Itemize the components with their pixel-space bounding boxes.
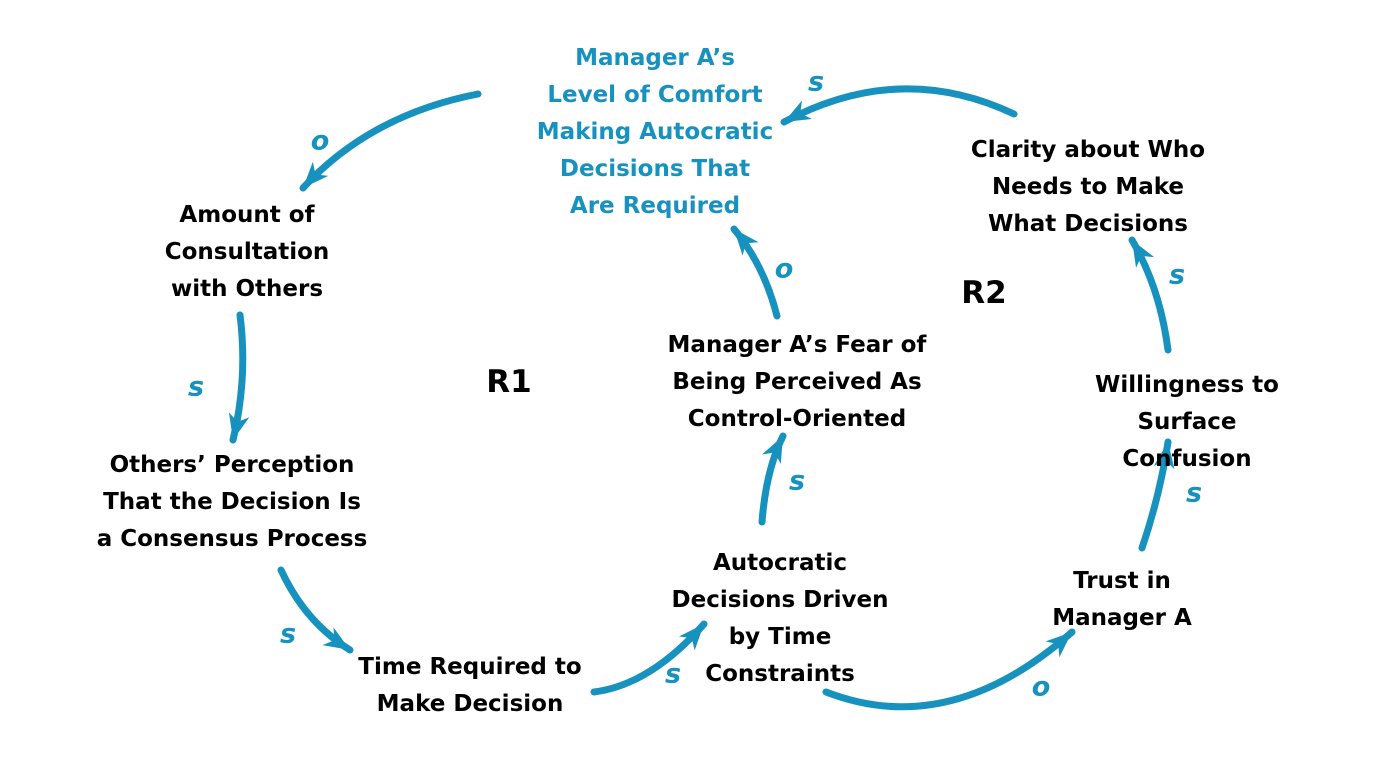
- node-willingness: Willingness to Surface Confusion: [1095, 372, 1279, 472]
- arrow-autocratic-to-fear: [758, 432, 787, 526]
- node-time: Time Required to Make Decision: [358, 654, 582, 717]
- polarity-label-time-autocratic: s: [664, 658, 682, 690]
- arrowhead-icon: [1153, 442, 1175, 470]
- arrow-autocratic-to-trust: [822, 628, 1076, 711]
- arrow-shaft: [780, 85, 1018, 126]
- node-autocratic: Autocratic Decisions Driven by Time Cons…: [671, 550, 889, 687]
- arrowhead-icon: [734, 229, 759, 256]
- arrowhead-icon: [322, 627, 350, 650]
- arrowhead-icon: [303, 161, 329, 188]
- node-perception: Others’ Perception That the Decision Is …: [96, 452, 368, 552]
- polarity-label-comfort-consultation: o: [310, 125, 330, 157]
- node-fear: Manager A’s Fear of Being Perceived As C…: [667, 332, 927, 432]
- polarity-label-clarity-comfort: s: [807, 66, 825, 98]
- arrowhead-icon: [784, 100, 812, 122]
- arrow-comfort-to-consultation: [299, 90, 482, 192]
- arrow-trust-to-willingness: [1138, 438, 1175, 552]
- arrowhead-icon: [678, 624, 704, 651]
- arrowhead-icon: [761, 436, 783, 464]
- arrow-clarity-to-comfort: [780, 85, 1018, 126]
- polarity-label-trust-willingness: s: [1185, 477, 1203, 509]
- polarity-label-consultation-perception: s: [187, 371, 205, 403]
- arrow-consultation-to-perception: [228, 311, 250, 444]
- arrowhead-icon: [1132, 240, 1155, 268]
- arrow-perception-to-time: [277, 566, 354, 654]
- polarity-label-autocratic-trust: o: [1031, 671, 1051, 703]
- polarity-label-perception-time: s: [279, 618, 297, 650]
- polarity-label-fear-comfort: o: [774, 253, 794, 285]
- node-comfort: Manager A’s Level of Comfort Making Auto…: [536, 45, 774, 219]
- arrow-shaft: [299, 90, 482, 192]
- arrowhead-icon: [1045, 632, 1072, 658]
- arrow-shaft: [822, 628, 1076, 711]
- node-consultation: Amount of Consultation with Others: [164, 202, 330, 302]
- arrow-time-to-autocratic: [590, 620, 708, 696]
- arrow-willingness-to-clarity: [1128, 236, 1172, 354]
- polarity-label-willingness-clarity: s: [1168, 259, 1186, 291]
- loop-label-r2: R2: [961, 275, 1007, 311]
- polarity-label-autocratic-fear: s: [788, 465, 806, 497]
- arrow-fear-to-comfort: [730, 225, 781, 320]
- loop-label-r1: R1: [486, 364, 532, 400]
- node-clarity: Clarity about Who Needs to Make What Dec…: [970, 137, 1206, 237]
- arrowhead-icon: [228, 412, 250, 440]
- node-trust: Trust in Manager A: [1052, 568, 1192, 631]
